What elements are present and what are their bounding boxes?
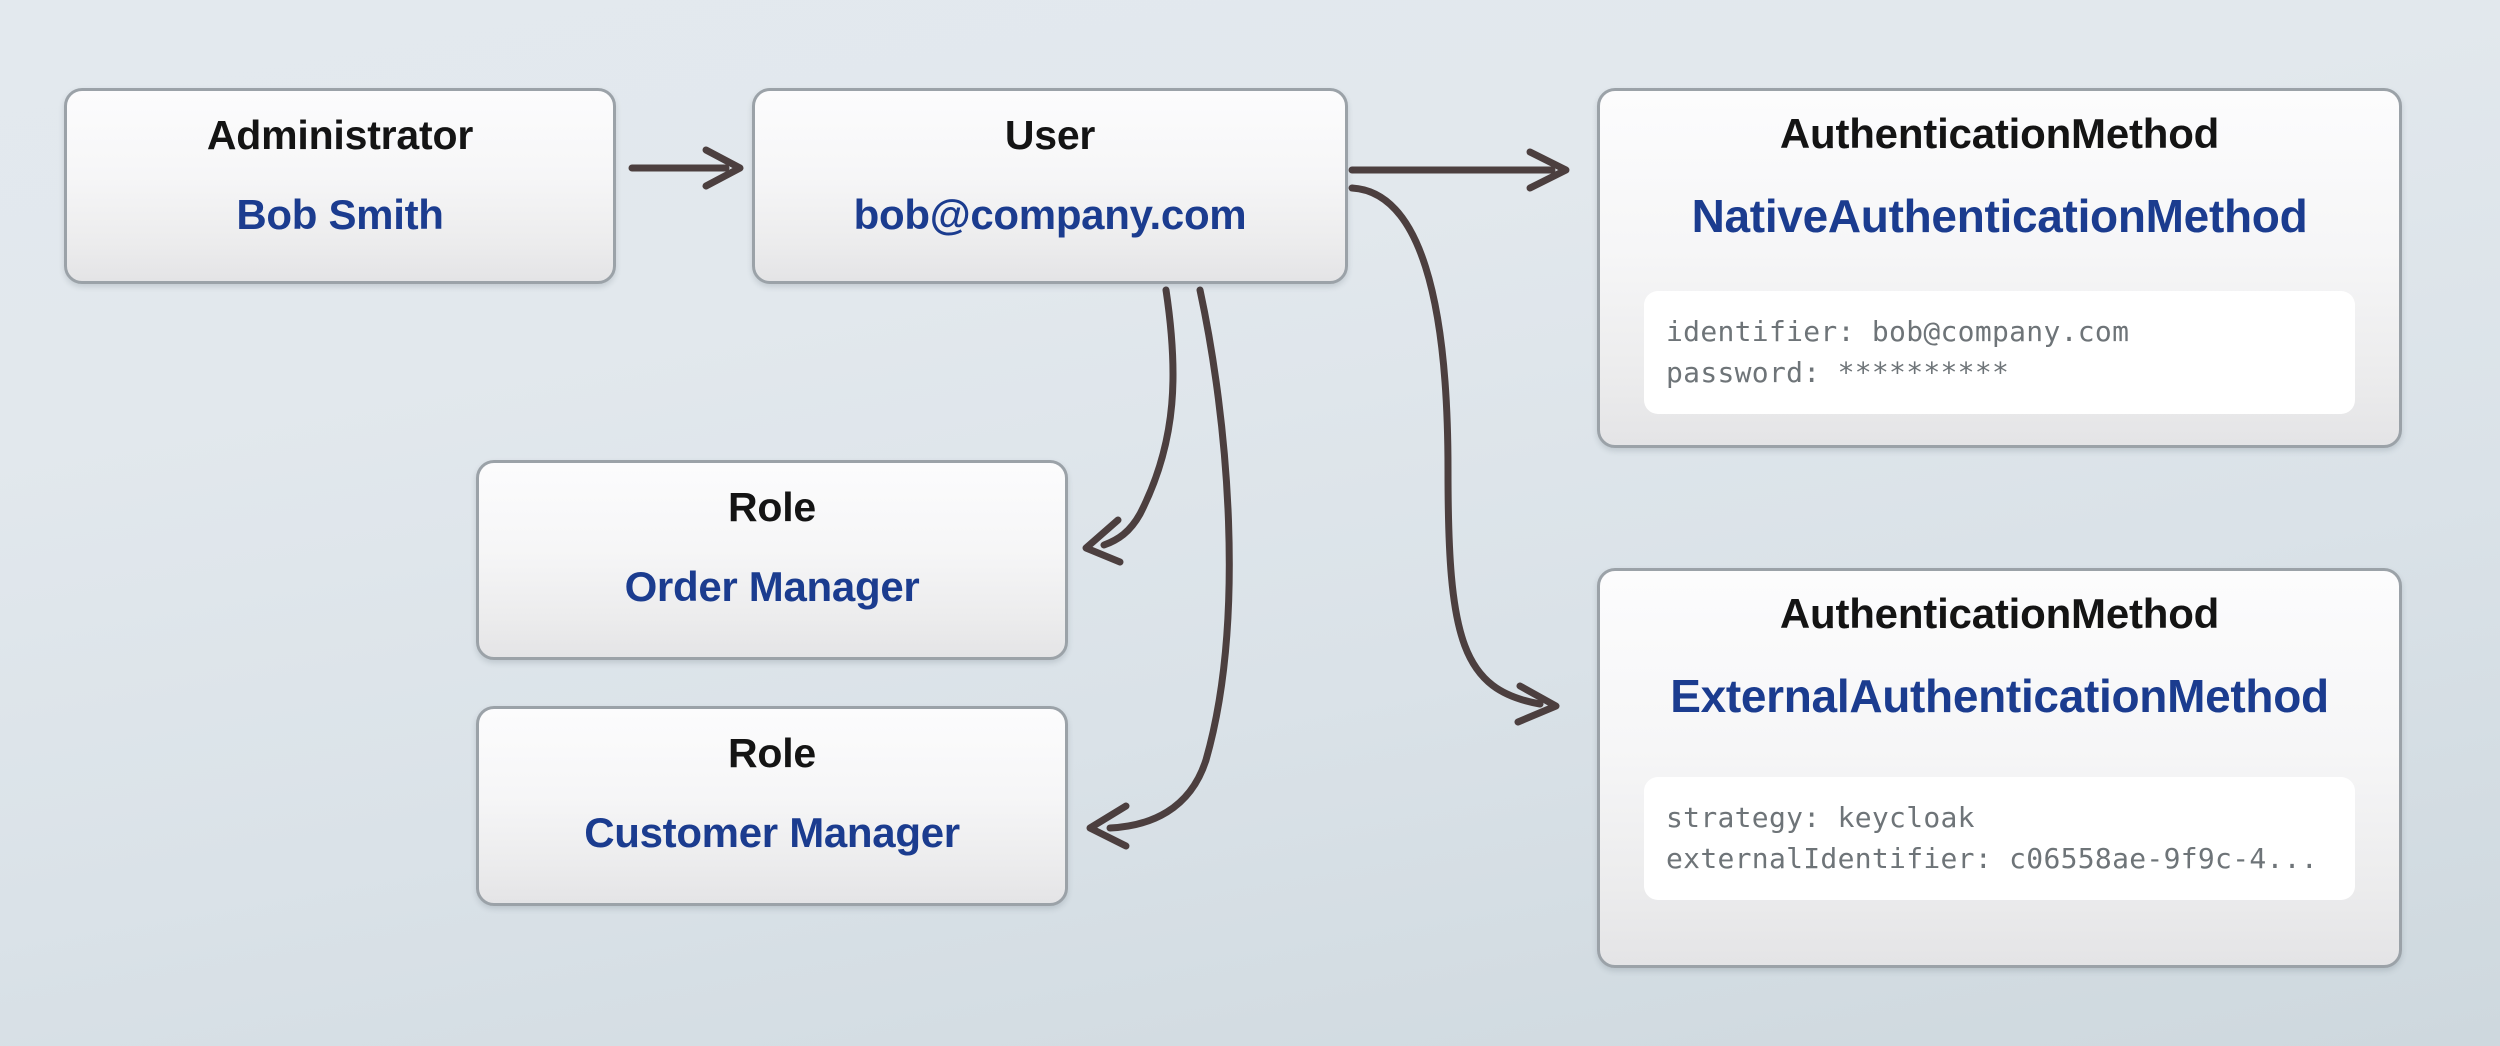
node-native-auth-type: AuthenticationMethod bbox=[1779, 110, 2220, 157]
node-role-order-manager[interactable]: Role Order Manager bbox=[476, 460, 1068, 660]
edge-user-to-customer-manager bbox=[1086, 286, 1233, 850]
node-user-label: bob@company.com bbox=[853, 191, 1247, 238]
node-role-customer-manager-label: Customer Manager bbox=[584, 809, 960, 856]
node-administrator[interactable]: Administrator Bob Smith bbox=[64, 88, 616, 284]
property-line: identifier: bob@company.com bbox=[1666, 315, 2130, 348]
node-user[interactable]: User bob@company.com bbox=[752, 88, 1348, 284]
node-native-authentication-method[interactable]: AuthenticationMethod NativeAuthenticatio… bbox=[1597, 88, 2402, 448]
node-external-auth-type: AuthenticationMethod bbox=[1779, 590, 2220, 637]
node-administrator-label: Bob Smith bbox=[236, 191, 444, 238]
node-external-authentication-method[interactable]: AuthenticationMethod ExternalAuthenticat… bbox=[1597, 568, 2402, 968]
property-line: strategy: keycloak bbox=[1666, 801, 1975, 834]
property-line: externalIdentifier: c06558ae-9f9c-4... bbox=[1666, 842, 2318, 876]
property-line: password: ********** bbox=[1666, 356, 2010, 390]
node-role-order-manager-type: Role bbox=[727, 484, 817, 530]
edge-user-to-native-auth bbox=[1348, 148, 1570, 192]
edge-user-to-order-manager bbox=[1082, 286, 1177, 566]
node-administrator-type: Administrator bbox=[206, 112, 474, 158]
edge-user-to-external-auth bbox=[1348, 184, 1560, 726]
node-external-auth-label: ExternalAuthenticationMethod bbox=[1670, 670, 2329, 722]
edge-administrator-to-user bbox=[628, 146, 744, 190]
node-role-customer-manager-type: Role bbox=[727, 730, 817, 776]
node-native-auth-properties: identifier: bob@company.com password: **… bbox=[1644, 291, 2355, 414]
node-native-auth-label: NativeAuthenticationMethod bbox=[1691, 190, 2308, 242]
node-role-customer-manager[interactable]: Role Customer Manager bbox=[476, 706, 1068, 906]
node-role-order-manager-label: Order Manager bbox=[624, 563, 920, 610]
node-user-type: User bbox=[1004, 112, 1096, 158]
node-external-auth-properties: strategy: keycloak externalIdentifier: c… bbox=[1644, 777, 2355, 900]
